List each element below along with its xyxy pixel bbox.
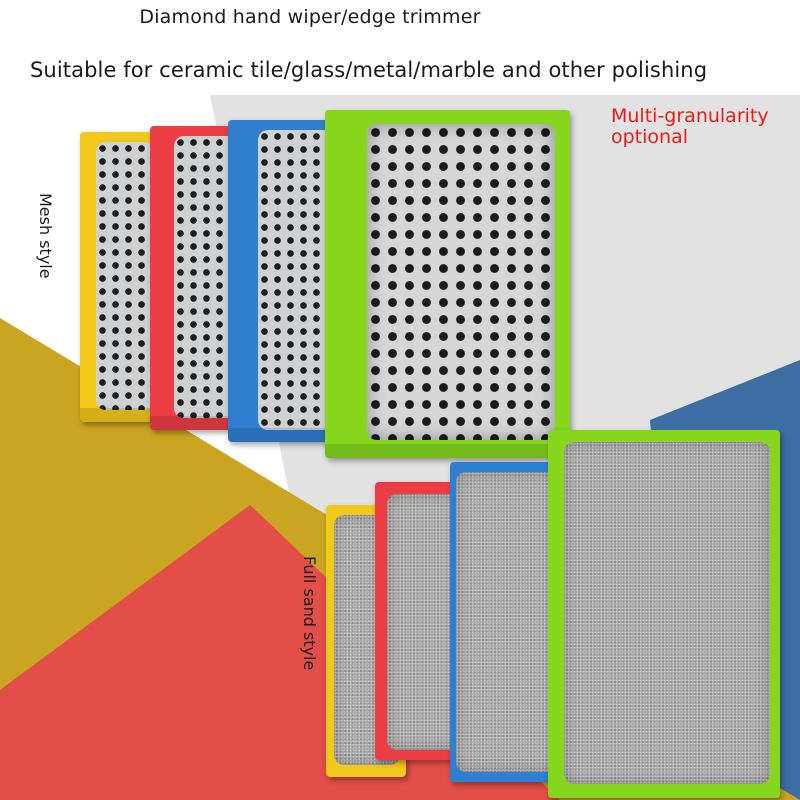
mesh-pad (367, 124, 555, 440)
mesh-pad (96, 142, 154, 410)
sand-style-label: Full sand style (300, 556, 319, 671)
block-edge (80, 408, 160, 422)
block-edge (325, 444, 570, 458)
mesh-block-yellow (80, 132, 160, 422)
mesh-style-label: Mesh style (36, 193, 55, 279)
block-edge (150, 416, 250, 430)
block-edge (228, 428, 348, 442)
sand-block-blue (450, 462, 565, 782)
page-title: Diamond hand wiper/edge trimmer (139, 6, 481, 28)
page-subtitle: Suitable for ceramic tile/glass/metal/ma… (30, 58, 708, 82)
sand-pad (564, 442, 770, 784)
sand-pad (456, 472, 558, 772)
sand-block-green (548, 430, 780, 798)
granularity-note: Multi-granularity optional (611, 105, 769, 148)
mesh-block-green (325, 110, 570, 458)
